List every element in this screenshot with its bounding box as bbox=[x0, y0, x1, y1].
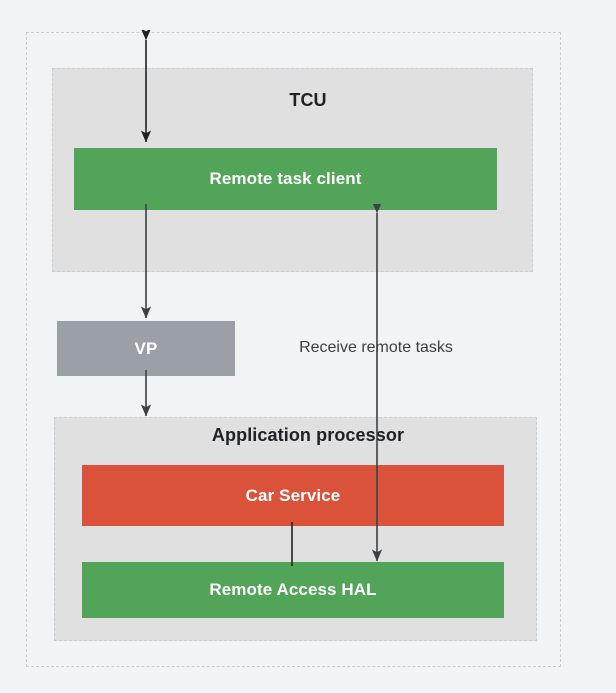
connector-remote-task-client-to-vp bbox=[140, 204, 152, 319]
group-application-processor-label: Application processor bbox=[211, 425, 405, 445]
block-car-service-label: Car Service bbox=[245, 485, 341, 505]
block-vp[interactable]: VP bbox=[57, 321, 235, 376]
vehicle-system-boundary bbox=[26, 32, 561, 667]
connector-car-service-to-remote-access-hal bbox=[291, 522, 293, 566]
block-remote-task-client[interactable]: Remote task client bbox=[74, 148, 497, 210]
connector-tcu-external bbox=[140, 30, 152, 143]
block-remote-access-hal-label: Remote Access HAL bbox=[209, 580, 377, 599]
block-remote-task-client-label: Remote task client bbox=[209, 169, 362, 188]
block-vp-label: VP bbox=[134, 338, 158, 358]
connector-vp-to-application-processor bbox=[140, 370, 152, 417]
block-remote-access-hal[interactable]: Remote Access HAL bbox=[82, 562, 504, 618]
group-tcu-label: TCU bbox=[289, 90, 327, 110]
block-car-service[interactable]: Car Service bbox=[82, 465, 504, 526]
connector-label-receive-remote-tasks: Receive remote tasks bbox=[299, 339, 453, 356]
connector-receive-remote-tasks bbox=[371, 204, 383, 562]
